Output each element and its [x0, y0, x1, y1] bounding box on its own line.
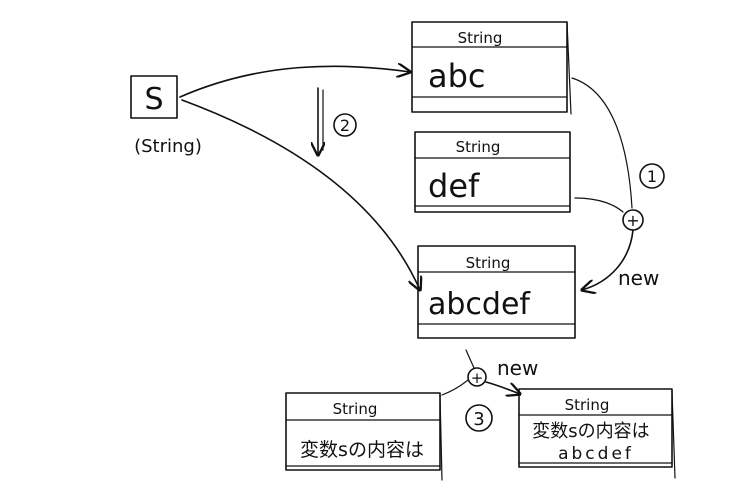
- object-type-label: String: [456, 138, 501, 156]
- object-type-label: String: [466, 254, 511, 272]
- object-value: abc: [428, 57, 486, 95]
- object-text-line: abcdef: [558, 444, 634, 464]
- new-arrow-to-result: [485, 381, 520, 394]
- step-number: 2: [340, 116, 350, 135]
- new-label-top: new: [618, 266, 659, 290]
- new-label-bottom: new: [497, 356, 538, 380]
- step-3-marker: 3: [465, 404, 493, 432]
- object-type-label: String: [458, 29, 503, 47]
- object-type-label: String: [333, 400, 378, 418]
- variable-type-label: (String): [134, 136, 202, 157]
- string-object-result: String 変数sの内容は abcdef: [518, 388, 676, 479]
- string-object-message: String 変数sの内容は: [285, 392, 443, 481]
- plus-symbol: +: [471, 369, 484, 387]
- step-1-marker: 1: [639, 163, 665, 189]
- step-number: 3: [473, 409, 484, 430]
- concat-line-from-abcdef: [465, 349, 475, 369]
- object-text-line: 変数sの内容は: [532, 421, 649, 442]
- reference-arrow-to-abc: [179, 66, 410, 98]
- step-number: 1: [647, 167, 657, 186]
- string-object-abc: String abc: [411, 21, 572, 115]
- variable-name: S: [144, 82, 163, 117]
- string-object-abcdef: String abcdef: [417, 245, 576, 339]
- object-text-line: 変数sの内容は: [300, 439, 424, 461]
- plus-symbol: +: [626, 211, 639, 230]
- concat-line-abc: [571, 77, 633, 209]
- object-value: def: [428, 167, 480, 205]
- step-2-marker: 2: [333, 113, 357, 137]
- concat-line-def: [574, 197, 624, 213]
- string-object-def: String def: [414, 131, 571, 213]
- object-value: abcdef: [428, 287, 531, 322]
- new-arrow-to-abcdef: [582, 229, 634, 290]
- concat-line-from-message: [441, 379, 469, 396]
- object-type-label: String: [565, 396, 610, 414]
- plus-operator-bottom: +: [467, 367, 487, 387]
- variable-s: S (String): [130, 75, 202, 157]
- reference-arrow-to-abcdef: [181, 99, 420, 290]
- plus-operator-top: +: [622, 209, 644, 231]
